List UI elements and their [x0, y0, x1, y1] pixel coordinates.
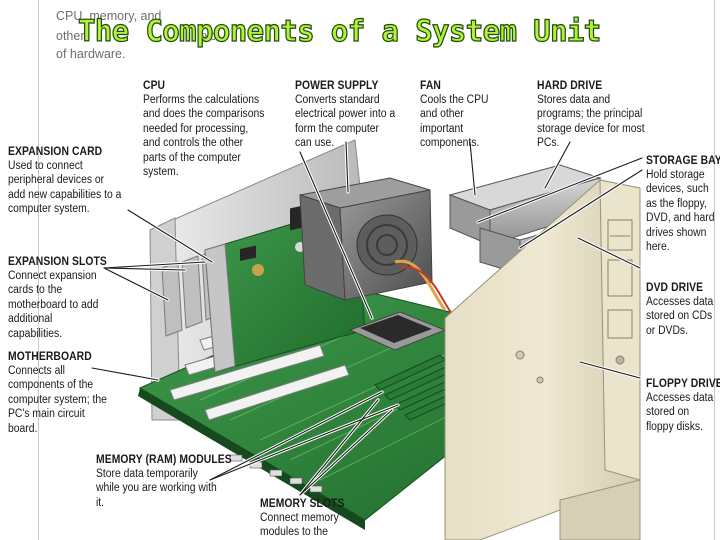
callout-power-supply: POWER SUPPLY Converts standard electrica… — [295, 80, 407, 151]
callout-motherboard-desc: Connects all components of the computer … — [8, 365, 107, 435]
callout-expansion-card-desc: Used to connect peripheral devices or ad… — [8, 160, 122, 216]
callout-motherboard: MOTHERBOARD Connects all components of t… — [8, 351, 120, 436]
callout-dvd-drive: DVD DRIVE Accesses data stored on CDs or… — [646, 282, 720, 338]
callout-floppy-drive: FLOPPY DRIVE Accesses data stored on flo… — [646, 378, 720, 434]
cpu-fan — [360, 315, 432, 343]
header-fragment-line2-end: pio — [200, 29, 217, 43]
callout-motherboard-label: MOTHERBOARD — [8, 351, 92, 363]
callout-fan: FAN Cools the CPU and other important co… — [420, 80, 518, 151]
slide-title: The Components of a System Unit — [77, 13, 601, 48]
callout-expansion-card: EXPANSION CARD Used to connect periphera… — [8, 146, 136, 217]
callout-dvd-drive-desc: Accesses data stored on CDs or DVDs. — [646, 296, 714, 337]
callout-cpu-label: CPU — [143, 80, 166, 92]
callout-hard-drive: HARD DRIVE Stores data and programs; the… — [537, 80, 667, 151]
left-border-line — [38, 0, 39, 540]
callout-cpu-desc: Performs the calculations and does the c… — [143, 94, 265, 179]
leader-lines — [91, 141, 643, 496]
callout-memory-modules: MEMORY (RAM) MODULES Store data temporar… — [96, 454, 238, 510]
callout-fan-label: FAN — [420, 80, 441, 92]
callout-storage-bays: STORAGE BAYS Hold storage devices, such … — [646, 155, 720, 254]
callout-memory-slots-label: MEMORY SLOTS — [260, 498, 345, 510]
callout-dvd-drive-label: DVD DRIVE — [646, 282, 704, 294]
right-border-line — [714, 0, 715, 540]
bezel-bays — [607, 219, 633, 339]
callout-floppy-drive-label: FLOPPY DRIVE — [646, 378, 720, 390]
callout-expansion-slots-desc: Connect expansion cards to the motherboa… — [8, 270, 99, 340]
callout-hard-drive-desc: Stores data and programs; the principal … — [537, 94, 645, 150]
callout-power-supply-label: POWER SUPPLY — [295, 80, 379, 92]
callout-fan-desc: Cools the CPU and other important compon… — [420, 94, 489, 150]
callout-floppy-drive-desc: Accesses data stored on floppy disks. — [646, 392, 714, 433]
header-fragment-line1: CPU, memory, and — [56, 9, 162, 23]
header-fragment-line3: of hardware. — [56, 47, 126, 61]
callout-expansion-slots: EXPANSION SLOTS Connect expansion cards … — [8, 256, 118, 341]
expansion-card-bracket — [204, 243, 236, 373]
callout-expansion-slots-label: EXPANSION SLOTS — [8, 256, 107, 268]
callout-memory-modules-desc: Store data temporarily while you are wor… — [96, 468, 217, 509]
callout-storage-bays-label: STORAGE BAYS — [646, 155, 720, 167]
chip-row — [229, 454, 323, 493]
callout-cpu: CPU Performs the calculations and does t… — [143, 80, 281, 179]
callout-memory-slots-desc: Connect memory modules to the — [260, 512, 339, 539]
header-fragment-line2-start: other — [56, 29, 85, 43]
callout-memory-slots: MEMORY SLOTS Connect memory modules to t… — [260, 498, 352, 540]
power-cable — [394, 259, 447, 311]
power-supply-side — [299, 194, 346, 301]
callout-storage-bays-desc: Hold storage devices, such as the floppy… — [646, 169, 715, 254]
callout-memory-modules-label: MEMORY (RAM) MODULES — [96, 454, 232, 466]
callout-power-supply-desc: Converts standard electrical power into … — [295, 94, 396, 150]
callout-expansion-card-label: EXPANSION CARD — [8, 146, 103, 158]
callout-hard-drive-label: HARD DRIVE — [537, 80, 603, 92]
